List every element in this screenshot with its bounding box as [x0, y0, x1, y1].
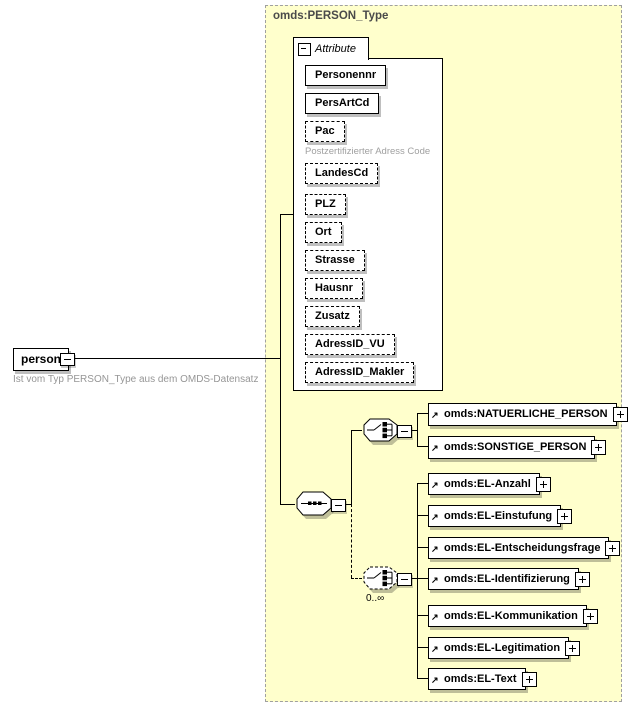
- element-el-kommunikation[interactable]: ↗ omds:EL-Kommunikation: [428, 605, 598, 627]
- connector-line: [417, 413, 418, 447]
- collapse-icon[interactable]: [60, 353, 75, 366]
- attribute-label: Pac: [315, 125, 335, 137]
- expand-icon[interactable]: [565, 641, 581, 656]
- attributes-tab-label: Attribute: [315, 43, 356, 55]
- connector-line: [280, 214, 281, 504]
- connector-line: [73, 358, 280, 359]
- connector-line: [280, 214, 293, 215]
- reference-arrow-icon: ↗: [431, 410, 439, 420]
- expand-icon[interactable]: [574, 572, 590, 587]
- attribute-label: PLZ: [315, 198, 336, 210]
- element-label: omds:SONSTIGE_PERSON: [444, 441, 587, 453]
- attribute-label: Ort: [315, 226, 332, 238]
- element-sonstige-person[interactable]: ↗ omds:SONSTIGE_PERSON: [428, 436, 607, 459]
- expand-icon[interactable]: [521, 672, 537, 687]
- element-label: omds:EL-Text: [444, 673, 517, 685]
- attribute-zusatz[interactable]: Zusatz: [305, 306, 360, 327]
- root-annotation: Ist vom Typ PERSON_Type aus dem OMDS-Dat…: [13, 374, 259, 385]
- element-el-identifizierung[interactable]: ↗ omds:EL-Identifizierung: [428, 568, 590, 590]
- element-el-anzahl[interactable]: ↗ omds:EL-Anzahl: [428, 473, 551, 495]
- connector-line: [417, 578, 428, 579]
- attribute-label: AdressID_Makler: [315, 366, 405, 378]
- element-el-entscheidungsfrage[interactable]: ↗ omds:EL-Entscheidungsfrage: [428, 537, 621, 559]
- connector-line: [417, 615, 428, 616]
- connector-line-dashed: [351, 578, 362, 579]
- attribute-label: PersArtCd: [315, 97, 370, 109]
- connector-line: [417, 413, 428, 414]
- reference-arrow-icon: ↗: [431, 512, 439, 522]
- expand-icon[interactable]: [591, 440, 607, 455]
- collapse-icon[interactable]: [331, 499, 346, 512]
- root-element-label: person: [20, 352, 61, 366]
- expand-icon[interactable]: [605, 541, 621, 556]
- choice-icon[interactable]: [362, 417, 404, 447]
- attribute-label: LandesCd: [315, 167, 369, 179]
- reference-arrow-icon: ↗: [431, 480, 439, 490]
- attribute-label: AdressID_VU: [315, 338, 385, 350]
- attribute-plz[interactable]: PLZ: [305, 194, 346, 215]
- choice-icon-optional[interactable]: [362, 565, 404, 595]
- sequence-icon[interactable]: [295, 490, 337, 520]
- element-natuerliche-person[interactable]: ↗ omds:NATUERLICHE_PERSON: [428, 403, 628, 426]
- occurrence-label: 0..∞: [366, 593, 385, 604]
- connector-line: [351, 430, 362, 431]
- attribute-adressid-vu[interactable]: AdressID_VU: [305, 334, 395, 355]
- attributes-tab[interactable]: Attribute: [293, 37, 369, 60]
- connector-line: [417, 647, 428, 648]
- attribute-adressid-makler[interactable]: AdressID_Makler: [305, 362, 415, 383]
- connector-line: [343, 504, 351, 505]
- element-el-legitimation[interactable]: ↗ omds:EL-Legitimation: [428, 637, 581, 659]
- connector-line: [409, 430, 417, 431]
- attribute-pac[interactable]: Pac: [305, 121, 345, 142]
- element-label: omds:NATUERLICHE_PERSON: [444, 408, 608, 420]
- attribute-label: Zusatz: [315, 310, 350, 322]
- attribute-strasse[interactable]: Strasse: [305, 250, 365, 271]
- expand-icon[interactable]: [557, 509, 573, 524]
- element-label: omds:EL-Anzahl: [444, 478, 531, 490]
- expand-icon[interactable]: [535, 477, 551, 492]
- element-label: omds:EL-Kommunikation: [444, 610, 578, 622]
- connector-line-dashed: [351, 504, 352, 578]
- complex-type-title: omds:PERSON_Type: [273, 10, 389, 22]
- connector-line: [417, 678, 428, 679]
- connector-line: [280, 504, 295, 505]
- attribute-annotation: Postzertifizierter Adress Code: [305, 146, 431, 157]
- connector-line: [417, 483, 418, 678]
- attribute-label: Hausnr: [315, 282, 353, 294]
- expand-icon[interactable]: [582, 609, 598, 624]
- reference-arrow-icon: ↗: [431, 675, 439, 685]
- attribute-label: Personennr: [315, 69, 377, 81]
- collapse-icon[interactable]: [397, 573, 412, 586]
- connector-line: [351, 430, 352, 504]
- reference-arrow-icon: ↗: [431, 612, 439, 622]
- connector-line: [417, 515, 428, 516]
- reference-arrow-icon: ↗: [431, 544, 439, 554]
- element-label: omds:EL-Einstufung: [444, 510, 553, 522]
- attribute-landescd[interactable]: LandesCd: [305, 163, 379, 184]
- attribute-personennr[interactable]: Personennr: [305, 65, 387, 86]
- collapse-icon[interactable]: [397, 425, 412, 438]
- connector-line: [417, 483, 428, 484]
- element-el-einstufung[interactable]: ↗ omds:EL-Einstufung: [428, 505, 573, 527]
- element-el-text[interactable]: ↗ omds:EL-Text: [428, 668, 537, 690]
- attribute-persartcd[interactable]: PersArtCd: [305, 93, 380, 114]
- root-element-person[interactable]: person: [13, 348, 75, 371]
- expand-icon[interactable]: [612, 407, 628, 422]
- element-label: omds:EL-Legitimation: [444, 642, 561, 654]
- element-label: omds:EL-Entscheidungsfrage: [444, 542, 601, 554]
- connector-line: [417, 446, 428, 447]
- connector-line: [409, 578, 417, 579]
- reference-arrow-icon: ↗: [431, 443, 439, 453]
- reference-arrow-icon: ↗: [431, 644, 439, 654]
- element-label: omds:EL-Identifizierung: [444, 573, 570, 585]
- reference-arrow-icon: ↗: [431, 575, 439, 585]
- connector-line: [417, 547, 428, 548]
- attribute-label: Strasse: [315, 254, 355, 266]
- attribute-ort[interactable]: Ort: [305, 222, 342, 243]
- attribute-hausnr[interactable]: Hausnr: [305, 278, 363, 299]
- collapse-icon[interactable]: [298, 43, 311, 56]
